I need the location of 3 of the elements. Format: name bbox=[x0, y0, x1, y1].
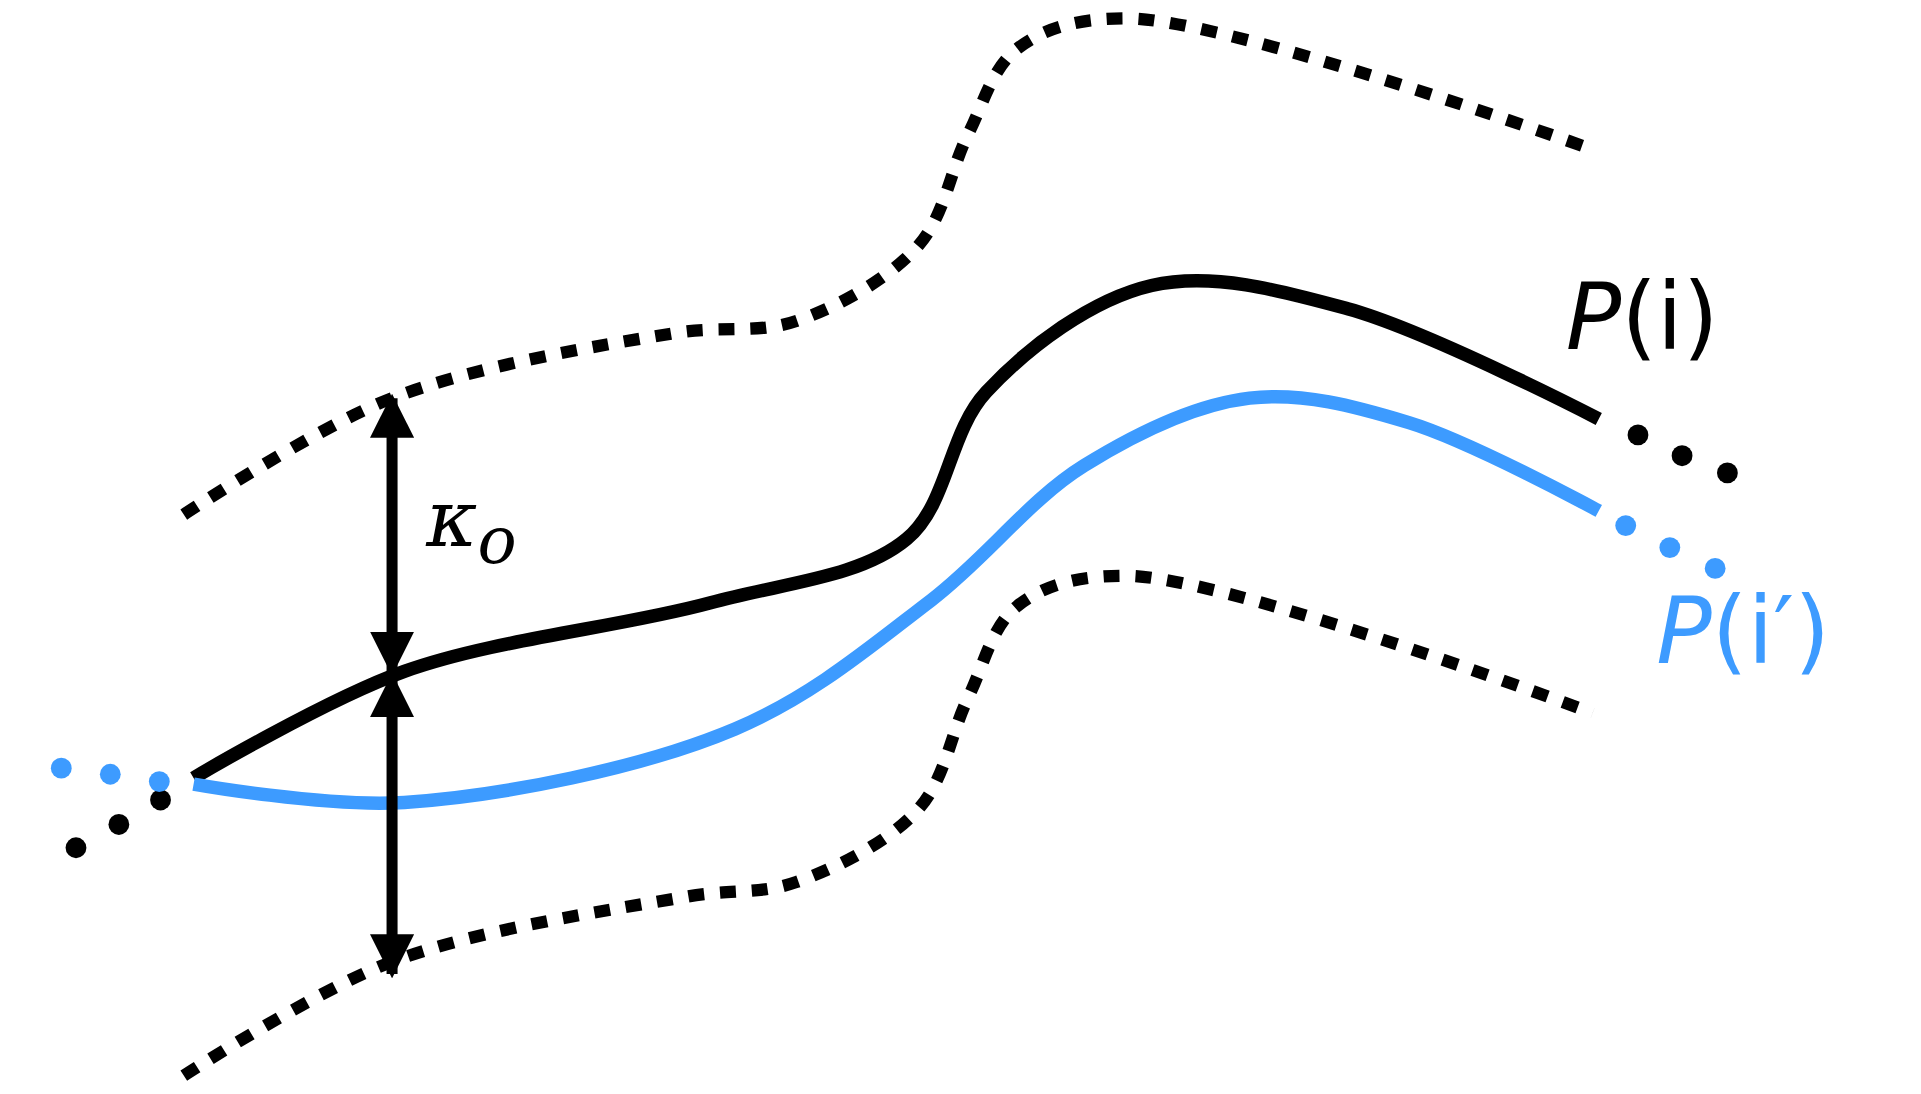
path-label: P(i) bbox=[1565, 271, 1719, 364]
dimension-label: κ$_{o}$ bbox=[426, 480, 517, 573]
path-label: P(i′) bbox=[1656, 585, 1831, 678]
